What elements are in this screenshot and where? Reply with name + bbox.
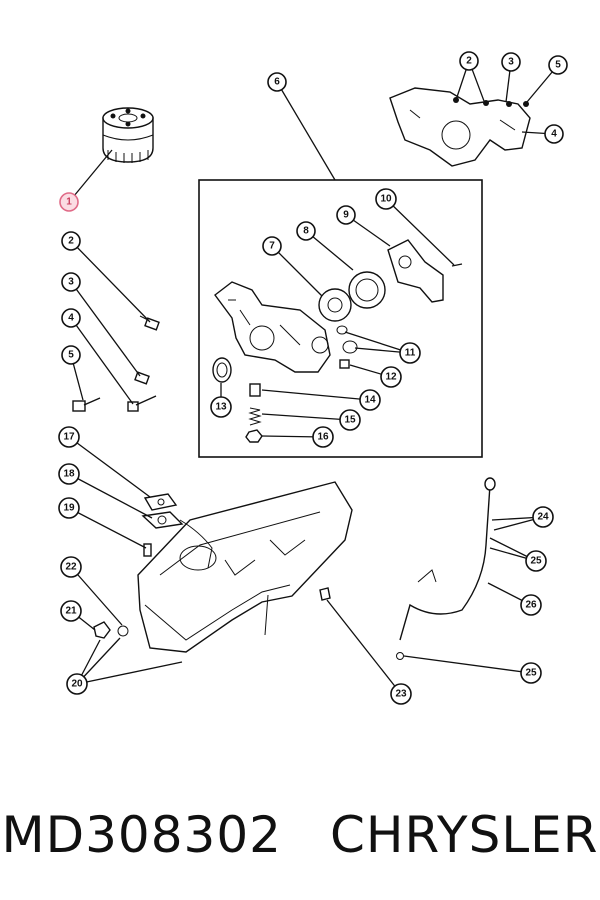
svg-text:26: 26 <box>525 600 537 611</box>
svg-text:1: 1 <box>66 197 72 208</box>
callout-26[interactable]: 26 <box>520 594 542 616</box>
relief-spring <box>248 407 262 426</box>
callout-10[interactable]: 10 <box>375 188 397 210</box>
callout-top-5[interactable]: 5 <box>548 55 568 75</box>
inset-box <box>198 179 483 458</box>
gasket-18 <box>141 511 184 529</box>
callout-3[interactable]: 3 <box>61 272 81 292</box>
callout-14[interactable]: 14 <box>359 389 381 411</box>
dipstick-tube <box>399 477 496 641</box>
oil-pump-assembly <box>389 87 531 167</box>
callout-4[interactable]: 4 <box>61 308 81 328</box>
callout-5[interactable]: 5 <box>61 345 81 365</box>
svg-text:25: 25 <box>525 668 537 679</box>
relief-valve <box>249 383 261 397</box>
oil-pump-outer-rotor <box>318 288 352 322</box>
bolt-19 <box>143 543 152 557</box>
svg-text:19: 19 <box>63 503 75 514</box>
callout-25-lower[interactable]: 25 <box>520 662 542 684</box>
callout-25-upper[interactable]: 25 <box>525 550 547 572</box>
footer: MD308302 CHRYSLER <box>0 790 600 880</box>
callout-23[interactable]: 23 <box>390 683 412 705</box>
bolt-3 <box>134 371 150 385</box>
svg-text:5: 5 <box>555 60 561 71</box>
callout-6[interactable]: 6 <box>267 72 287 92</box>
callout-20[interactable]: 20 <box>66 673 88 695</box>
callout-16[interactable]: 16 <box>312 426 334 448</box>
gasket-17 <box>143 493 178 511</box>
oil-pump-housing <box>214 281 331 373</box>
svg-text:15: 15 <box>344 415 356 426</box>
svg-text:18: 18 <box>63 469 75 480</box>
svg-text:3: 3 <box>68 277 74 288</box>
oil-pump-cover <box>387 239 444 303</box>
cover-screw <box>451 263 463 267</box>
callout-24[interactable]: 24 <box>532 506 554 528</box>
svg-text:8: 8 <box>303 226 309 237</box>
svg-text:7: 7 <box>269 241 275 252</box>
callout-top-2[interactable]: 2 <box>459 51 479 71</box>
svg-text:25: 25 <box>530 556 542 567</box>
oil-pump-inner-rotor <box>348 271 386 309</box>
svg-text:24: 24 <box>537 512 549 523</box>
plug <box>339 359 350 369</box>
drain-washer <box>117 625 129 637</box>
callout-2[interactable]: 2 <box>61 231 81 251</box>
callout-top-3[interactable]: 3 <box>501 52 521 72</box>
svg-text:2: 2 <box>68 236 74 247</box>
oil-pan <box>137 481 353 653</box>
svg-text:21: 21 <box>65 606 77 617</box>
parts-diagram: 1 2 3 4 5 6 7 8 9 10 11 12 13 14 15 16 1… <box>58 51 568 705</box>
svg-text:11: 11 <box>405 348 416 359</box>
svg-text:16: 16 <box>317 432 329 443</box>
callout-13[interactable]: 13 <box>210 396 232 418</box>
dipstick-o-ring <box>396 652 404 660</box>
callout-21[interactable]: 21 <box>60 600 82 622</box>
svg-text:20: 20 <box>71 679 83 690</box>
svg-text:4: 4 <box>68 313 74 324</box>
callout-17[interactable]: 17 <box>58 426 80 448</box>
callout-19[interactable]: 19 <box>58 497 80 519</box>
callout-18[interactable]: 18 <box>58 463 80 485</box>
oil-seal <box>212 357 232 383</box>
svg-text:9: 9 <box>343 210 349 221</box>
svg-text:23: 23 <box>395 689 407 700</box>
callout-9[interactable]: 9 <box>336 205 356 225</box>
bolt-5 <box>72 397 101 412</box>
callout-1[interactable]: 1 <box>59 192 79 212</box>
bolt-2 <box>139 315 160 331</box>
relief-cap <box>245 429 263 443</box>
pan-stud <box>319 587 331 601</box>
svg-text:17: 17 <box>63 432 75 443</box>
callout-7[interactable]: 7 <box>262 236 282 256</box>
svg-text:6: 6 <box>274 77 280 88</box>
brand-name: CHRYSLER <box>329 806 599 864</box>
callout-top-4[interactable]: 4 <box>544 124 564 144</box>
svg-text:3: 3 <box>508 57 514 68</box>
callout-12[interactable]: 12 <box>380 366 402 388</box>
svg-text:5: 5 <box>68 350 74 361</box>
bolt-4 <box>127 395 157 412</box>
svg-text:13: 13 <box>215 402 227 413</box>
svg-text:22: 22 <box>65 562 77 573</box>
svg-text:2: 2 <box>466 56 472 67</box>
callout-8[interactable]: 8 <box>296 221 316 241</box>
svg-text:4: 4 <box>551 129 557 140</box>
svg-text:10: 10 <box>380 194 392 205</box>
callout-15[interactable]: 15 <box>339 409 361 431</box>
callout-22[interactable]: 22 <box>60 556 82 578</box>
svg-text:12: 12 <box>385 372 397 383</box>
callout-11[interactable]: 11 <box>399 342 421 364</box>
drain-plug <box>93 621 111 639</box>
svg-text:14: 14 <box>364 395 376 406</box>
oil-filter <box>102 107 154 163</box>
part-number: MD308302 <box>1 806 282 864</box>
o-rings <box>336 325 358 354</box>
